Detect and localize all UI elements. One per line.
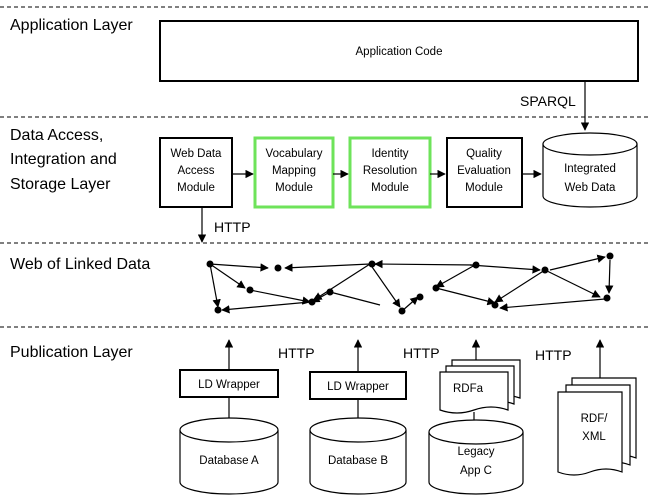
graph-edge xyxy=(313,263,371,301)
graph-node xyxy=(603,294,611,302)
rdf-xml-label: RDF/ xyxy=(581,413,609,425)
ld-wrapper-a xyxy=(179,369,279,398)
publication-layer-label: Publication Layer xyxy=(10,344,133,361)
graph-node xyxy=(416,293,424,301)
store-label: Integrated xyxy=(564,163,616,175)
graph-edge xyxy=(469,264,541,274)
graph-node xyxy=(398,307,406,315)
module-label: Mapping xyxy=(272,165,316,177)
linked-data-graph xyxy=(206,252,614,315)
graph-node xyxy=(368,260,376,268)
graph-edge xyxy=(549,254,606,271)
graph-edge xyxy=(435,287,496,306)
graph-edge xyxy=(329,291,381,306)
application-code-box xyxy=(159,20,639,82)
http-label: HTTP xyxy=(403,345,440,361)
graph-edge xyxy=(249,289,311,305)
data-access-layer-label-1: Data Access, xyxy=(10,127,103,144)
application-layer-label: Application Layer xyxy=(10,17,133,34)
graph-edge xyxy=(435,264,476,288)
web-data-access-module: Web Data Access Module xyxy=(159,137,233,208)
module-label: Evaluation xyxy=(457,165,511,177)
graph-node xyxy=(541,266,549,274)
graph-node xyxy=(432,284,440,292)
application-code-label: Application Code xyxy=(356,46,443,58)
database-a: Database A xyxy=(179,417,279,495)
graph-node xyxy=(274,264,282,272)
data-access-layer-label-2: Integration and xyxy=(10,151,117,168)
graph-edge xyxy=(209,263,246,289)
quality-evaluation-module: Quality Evaluation Module xyxy=(446,137,523,208)
graph-node xyxy=(472,261,480,269)
graph-edge xyxy=(209,263,269,272)
module-label: Identity xyxy=(371,148,408,160)
graph-edge xyxy=(544,269,601,298)
vocabulary-mapping-module: Vocabulary Mapping Module xyxy=(253,136,335,209)
graph-edge xyxy=(369,263,401,308)
module-label: Vocabulary xyxy=(266,148,323,160)
module-label: Web Data xyxy=(171,148,223,160)
database-b: Database B xyxy=(309,417,407,495)
rdf-xml-document-stack: RDF/ XML xyxy=(557,377,637,476)
http-label: HTTP xyxy=(214,219,251,235)
graph-edge xyxy=(221,301,311,314)
graph-node xyxy=(214,306,222,314)
store-label: Web Data xyxy=(565,182,617,194)
graph-edge xyxy=(284,263,371,272)
graph-node xyxy=(491,301,499,309)
rdfa-label: RDFa xyxy=(453,383,484,395)
legacy-label: App C xyxy=(460,465,492,477)
module-label: Module xyxy=(177,182,215,194)
module-label: Module xyxy=(465,182,503,194)
module-label: Module xyxy=(275,182,313,194)
module-label: Access xyxy=(177,165,214,177)
legacy-label: Legacy xyxy=(457,446,494,458)
web-layer-label: Web of Linked Data xyxy=(10,256,150,273)
module-label: Module xyxy=(371,182,409,194)
ld-wrapper-b xyxy=(309,371,407,400)
graph-node xyxy=(606,252,614,260)
rdfa-document-stack: RDFa xyxy=(439,359,521,414)
graph-node xyxy=(308,298,316,306)
module-label: Quality xyxy=(466,148,502,160)
graph-edge xyxy=(401,296,419,312)
http-label: HTTP xyxy=(535,347,572,363)
graph-edge xyxy=(374,259,476,269)
legacy-app-c: Legacy App C xyxy=(428,419,524,495)
graph-node xyxy=(246,286,254,294)
graph-edge xyxy=(499,298,606,312)
ld-wrapper-label: LD Wrapper xyxy=(327,381,389,393)
graph-node xyxy=(326,288,334,296)
graph-edge xyxy=(209,263,221,308)
integrated-web-data-store: Integrated Web Data xyxy=(542,132,638,208)
database-label: Database A xyxy=(199,455,259,467)
graph-node xyxy=(206,260,214,268)
graph-edge xyxy=(605,259,614,294)
database-label: Database B xyxy=(328,455,388,467)
sparql-label: SPARQL xyxy=(520,93,576,109)
graph-edge xyxy=(494,269,546,303)
module-label: Resolution xyxy=(363,165,417,177)
identity-resolution-module: Identity Resolution Module xyxy=(348,136,432,209)
ld-wrapper-label: LD Wrapper xyxy=(198,379,260,391)
http-label: HTTP xyxy=(278,345,315,361)
rdf-xml-label: XML xyxy=(582,431,606,443)
data-access-layer-label-3: Storage Layer xyxy=(10,176,111,193)
